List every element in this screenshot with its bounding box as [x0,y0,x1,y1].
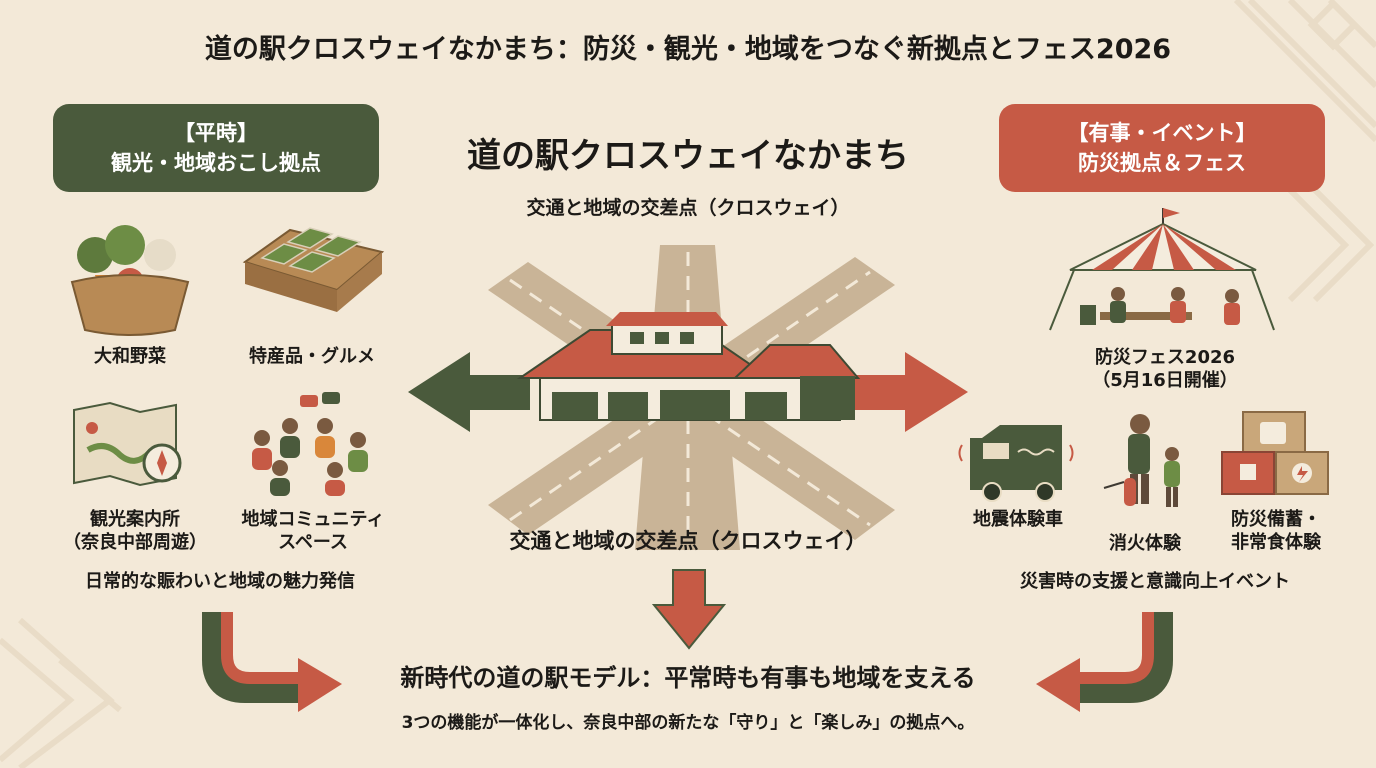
fire-extinguisher-training-icon [1103,414,1180,507]
arrow-left-green [408,352,530,432]
right-heading-line1: 【有事・イベント】 [1067,120,1257,145]
label-tourist-info: 観光案内所 （奈良中部周遊） [45,508,225,555]
label-yamato-vegetables: 大和野菜 [94,346,166,367]
left-heading-line2: 観光・地域おこし拠点 [111,151,321,175]
label-tourist-info-line1: 観光案内所 [90,509,180,530]
label-disaster-fes-line1: 防災フェス2026 [1094,347,1236,368]
bottom-subtext: 3つの機能が一体化し、奈良中部の新たな「守り」と「楽しみ」の拠点へ。 [401,713,975,733]
corner-pattern-top-right [1233,0,1376,143]
arrow-down-center [651,569,727,650]
earthquake-van-icon [958,425,1074,502]
left-caption: 日常的な賑わいと地域の魅力発信 [85,571,355,592]
community-people-icon [252,392,368,496]
label-disaster-fes: 防災フェス2026 （5月16日開催） [1070,346,1260,393]
tourist-map-icon [73,401,182,487]
station-name: 道の駅クロスウェイなかまち [467,136,909,176]
specialty-food-box-icon [242,227,385,312]
label-stockpile-line1: 防災備蓄・ [1231,509,1321,530]
label-specialty-gourmet: 特産品・グルメ [249,346,375,367]
label-community-space-line2: スペース [278,532,348,554]
label-earthquake-van: 地震体験車 [973,509,1063,530]
label-community-space-line1: 地域コミュニティ [241,509,385,530]
station-subtitle: 交通と地域の交差点（クロスウェイ） [526,197,850,219]
label-stockpile-line2: 非常食体験 [1231,532,1321,554]
label-disaster-fes-line2: （5月16日開催） [1092,370,1238,392]
left-panel-heading: 【平時】 観光・地域おこし拠点 [53,104,379,192]
arrow-right-red [850,352,968,432]
arrow-curve-left [202,612,342,712]
label-stockpile: 防災備蓄・ 非常食体験 [1206,508,1346,555]
label-tourist-info-line2: （奈良中部周遊） [63,532,207,554]
emergency-stockpile-boxes-icon [1221,411,1329,495]
crossway-caption: 交通と地域の交差点（クロスウェイ） [509,529,867,553]
bottom-heading: 新時代の道の駅モデル：平常時も有事も地域を支える [400,664,976,692]
arrow-curve-right [1036,612,1173,712]
vegetable-basket-icon [70,225,190,336]
festival-tent-icon [1049,208,1275,331]
label-community-space: 地域コミュニティ スペース [218,508,408,555]
right-heading-line2: 防災拠点＆フェス [1078,151,1246,175]
station-building [516,312,861,421]
page-title: 道の駅クロスウェイなかまち：防災・観光・地域をつなぐ新拠点とフェス2026 [204,34,1172,65]
right-panel-heading: 【有事・イベント】 防災拠点＆フェス [999,104,1325,192]
corner-pattern-bottom-left [0,617,122,768]
corner-pattern-right [1287,187,1375,303]
right-caption: 災害時の支援と意識向上イベント [1020,571,1290,592]
left-heading-line1: 【平時】 [174,120,258,145]
label-fire-extinguisher: 消火体験 [1109,533,1181,554]
